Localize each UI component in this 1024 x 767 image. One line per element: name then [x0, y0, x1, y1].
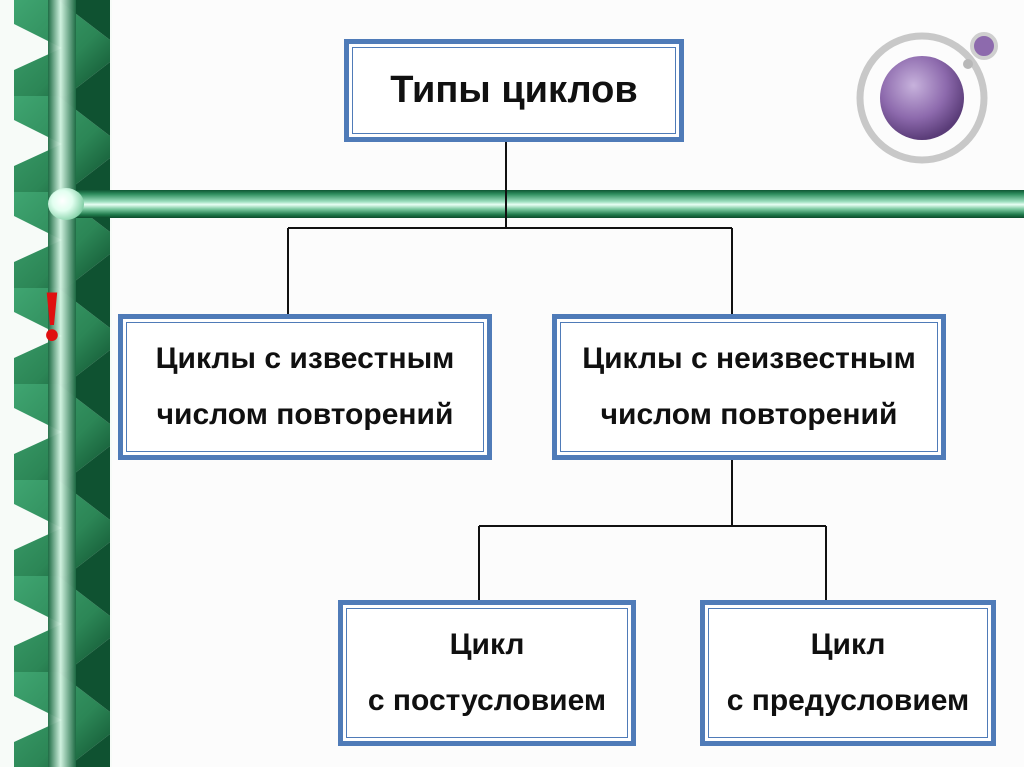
known-count-loops-line1: Циклы с известным — [155, 342, 455, 375]
ribbon-decoration — [0, 0, 112, 767]
known-count-loops-line2: числом повторений — [156, 398, 454, 431]
precondition-loop-box: Цикл с предусловием — [700, 600, 996, 746]
known-count-loops-box: Циклы с известным числом повторений — [118, 314, 492, 460]
horizontal-rod — [62, 190, 1024, 218]
exclamation-icon: ! — [40, 276, 64, 356]
unknown-count-loops-label: Циклы с неизвестным числом повторений — [582, 331, 916, 443]
unknown-count-loops-line1: Циклы с неизвестным — [582, 342, 916, 375]
orb-icon — [856, 32, 998, 164]
postcondition-loop-label: Цикл с постусловием — [368, 617, 606, 729]
postcondition-loop-line2: с постусловием — [367, 684, 607, 717]
unknown-count-loops-box: Циклы с неизвестным числом повторений — [552, 314, 946, 460]
rod-knob — [48, 188, 84, 220]
loop-types-label: Типы циклов — [390, 69, 638, 111]
precondition-loop-line1: Цикл — [810, 628, 886, 661]
loop-types-box: Типы циклов — [344, 39, 684, 142]
unknown-count-loops-line2: числом повторений — [600, 398, 898, 431]
precondition-loop-label: Цикл с предусловием — [727, 617, 970, 729]
postcondition-loop-line1: Цикл — [449, 628, 525, 661]
precondition-loop-line2: с предусловием — [726, 684, 970, 717]
known-count-loops-label: Циклы с известным числом повторений — [156, 331, 455, 443]
postcondition-loop-box: Цикл с постусловием — [338, 600, 636, 746]
